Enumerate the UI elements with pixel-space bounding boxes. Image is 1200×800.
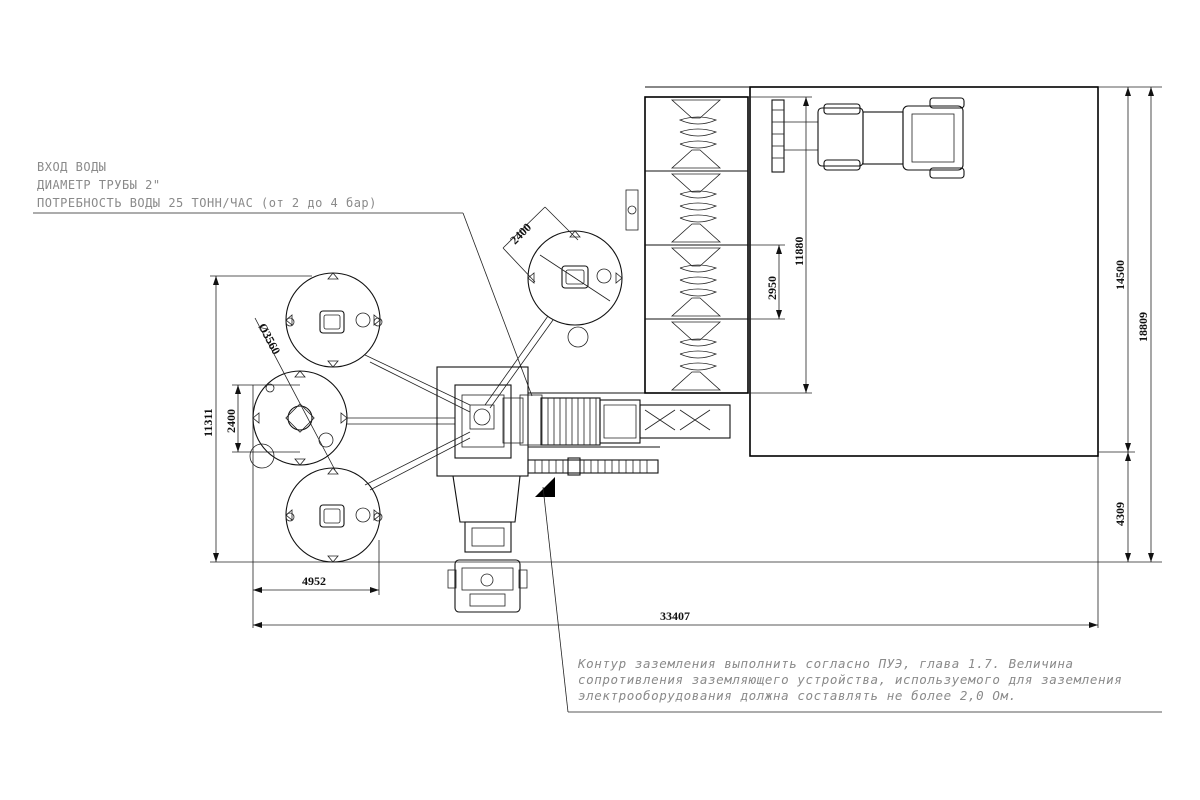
grounding-note-line-3: электрооборудования должна составлять не… [578,688,1017,703]
dim-silo-diameter: Ø3560 [254,317,336,471]
grounding-note-leader [542,486,569,713]
dim-overall-width: 18809 [1135,86,1162,562]
water-pump [625,189,639,231]
aggregate-bins [625,96,749,394]
loading-yard [645,86,1099,457]
water-inlet-note: ВХОД ВОДЫ ДИАМЕТР ТРУБЫ 2" ПОТРЕБНОСТЬ В… [33,160,533,397]
dim-left-height-label: 11311 [201,408,215,437]
dim-silo-span: 4952 [253,574,379,593]
silo-middle-left [249,370,348,469]
dim-silo-width-left: 2400 [224,384,300,453]
dim-bottom-offset: 4309 [1113,452,1131,562]
dim-bins-length: 11880 [748,96,812,394]
dim-yard-width: 14500 [1098,86,1135,453]
dim-total-length: 33407 [253,609,1098,628]
silo-top-right [527,230,623,348]
dim-total-length-label: 33407 [660,609,690,623]
dim-bottom-offset-label: 4309 [1113,502,1127,526]
water-note-line-2: ДИАМЕТР ТРУБЫ 2" [37,178,161,192]
grounding-note-line-1: Контур заземления выполнить согласно ПУЭ… [577,656,1074,671]
dim-silo-diameter-label: Ø3560 [255,321,283,357]
mixer-unit [436,366,543,477]
dim-silo-span-label: 4952 [302,574,326,588]
front-loader [771,97,965,179]
dim-left-height: 11311 [201,276,219,562]
grounding-note: Контур заземления выполнить согласно ПУЭ… [542,486,1162,713]
grounding-note-line-2: сопротивления заземляющего устройства, и… [578,672,1122,687]
dim-silo-width-left-label: 2400 [224,409,238,433]
silo-bottom-left [285,467,383,563]
mixer-truck [447,475,528,613]
belt-conveyor [528,392,731,448]
water-note-line-3: ПОТРЕБНОСТЬ ВОДЫ 25 ТОНН/ЧАС (от 2 до 4 … [37,196,377,210]
bin-hoppers [670,99,722,391]
lower-conveyor [527,457,659,497]
dim-silo-width-top-label: 2400 [507,220,534,247]
dim-yard-width-label: 14500 [1113,260,1127,290]
grounding-marker [535,477,555,497]
dim-overall-width-label: 18809 [1136,312,1150,342]
screw-conveyors [347,315,554,491]
silo-top-left [285,272,383,368]
dim-bins-length-label: 11880 [792,237,806,266]
dim-bin-module: 2950 [748,244,785,320]
water-note-line-1: ВХОД ВОДЫ [37,160,107,174]
dim-bin-module-label: 2950 [765,276,779,300]
